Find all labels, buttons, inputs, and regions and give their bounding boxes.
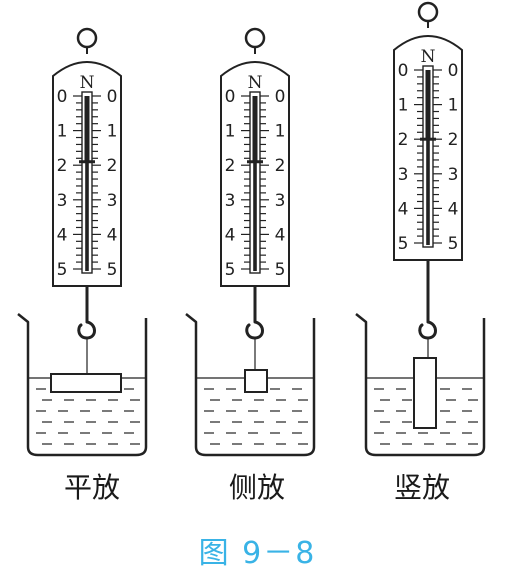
tick-label-left-upright: 1 — [398, 96, 409, 116]
beaker-flat — [17, 313, 148, 457]
tick-label-left-upright: 0 — [398, 61, 409, 81]
setup-upright: N0 0 1 1 2 2 3 3 4 4 5 5 — [355, 1, 486, 457]
setup-flat: N0 0 1 1 2 2 3 3 4 4 5 5 — [17, 27, 148, 457]
pull-rod-flat — [85, 161, 89, 271]
tick-label-left-side: 1 — [225, 122, 236, 142]
tick-label-left-flat: 1 — [57, 122, 68, 142]
tick-label-right-flat: 4 — [107, 225, 118, 245]
tick-label-left-flat: 2 — [57, 156, 68, 176]
tick-label-right-flat: 0 — [107, 87, 118, 107]
hook-upright — [418, 320, 437, 340]
tick-label-right-upright: 3 — [448, 165, 459, 185]
block-flat — [50, 373, 122, 393]
block-side — [244, 369, 268, 393]
tick-label-left-upright: 2 — [398, 130, 409, 150]
caption-upright: 竖放 — [393, 471, 450, 504]
tick-label-right-flat: 3 — [107, 191, 118, 211]
ring-side — [244, 27, 266, 49]
unit-label-upright: N — [421, 47, 436, 67]
tick-label-left-flat: 4 — [57, 225, 68, 245]
tick-label-left-upright: 4 — [398, 199, 409, 219]
tick-label-right-side: 0 — [275, 87, 286, 107]
tick-label-right-side: 4 — [275, 225, 286, 245]
pull-rod-upright — [426, 139, 430, 245]
spring-side — [252, 96, 258, 162]
tick-label-right-side: 3 — [275, 191, 286, 211]
tick-label-left-flat: 5 — [57, 260, 68, 280]
tick-label-left-side: 4 — [225, 225, 236, 245]
tick-label-right-upright: 1 — [448, 96, 459, 116]
spring-upright — [425, 70, 431, 140]
beaker-upright — [355, 313, 486, 457]
tick-label-right-upright: 0 — [448, 61, 459, 81]
hook-flat — [77, 320, 96, 340]
tick-label-right-side: 5 — [275, 260, 286, 280]
block-upright — [413, 357, 437, 429]
unit-label-side: N — [248, 73, 263, 93]
tick-label-left-side: 3 — [225, 191, 236, 211]
setup-side: N0 0 1 1 2 2 3 3 4 4 5 5 — [185, 27, 316, 457]
tick-label-right-upright: 5 — [448, 234, 459, 254]
figure-label: 图 9－8 — [198, 536, 317, 571]
tick-label-right-upright: 4 — [448, 199, 459, 219]
spring-flat — [84, 96, 90, 162]
tick-label-left-side: 5 — [225, 260, 236, 280]
tick-label-right-side: 2 — [275, 156, 286, 176]
tick-label-left-side: 2 — [225, 156, 236, 176]
ring-upright — [417, 1, 439, 23]
tick-label-right-flat: 2 — [107, 156, 118, 176]
tick-label-left-flat: 3 — [57, 191, 68, 211]
tick-label-right-side: 1 — [275, 122, 286, 142]
tick-label-left-upright: 3 — [398, 165, 409, 185]
caption-side: 侧放 — [228, 471, 285, 504]
beaker-side — [185, 313, 316, 457]
caption-flat: 平放 — [63, 471, 120, 504]
tick-label-right-flat: 5 — [107, 260, 118, 280]
hook-side — [245, 320, 264, 340]
pull-rod-side — [253, 161, 257, 271]
tick-label-left-upright: 5 — [398, 234, 409, 254]
tick-label-left-side: 0 — [225, 87, 236, 107]
ring-flat — [76, 27, 98, 49]
tick-label-right-flat: 1 — [107, 122, 118, 142]
tick-label-left-flat: 0 — [57, 87, 68, 107]
unit-label-flat: N — [80, 73, 95, 93]
tick-label-right-upright: 2 — [448, 130, 459, 150]
